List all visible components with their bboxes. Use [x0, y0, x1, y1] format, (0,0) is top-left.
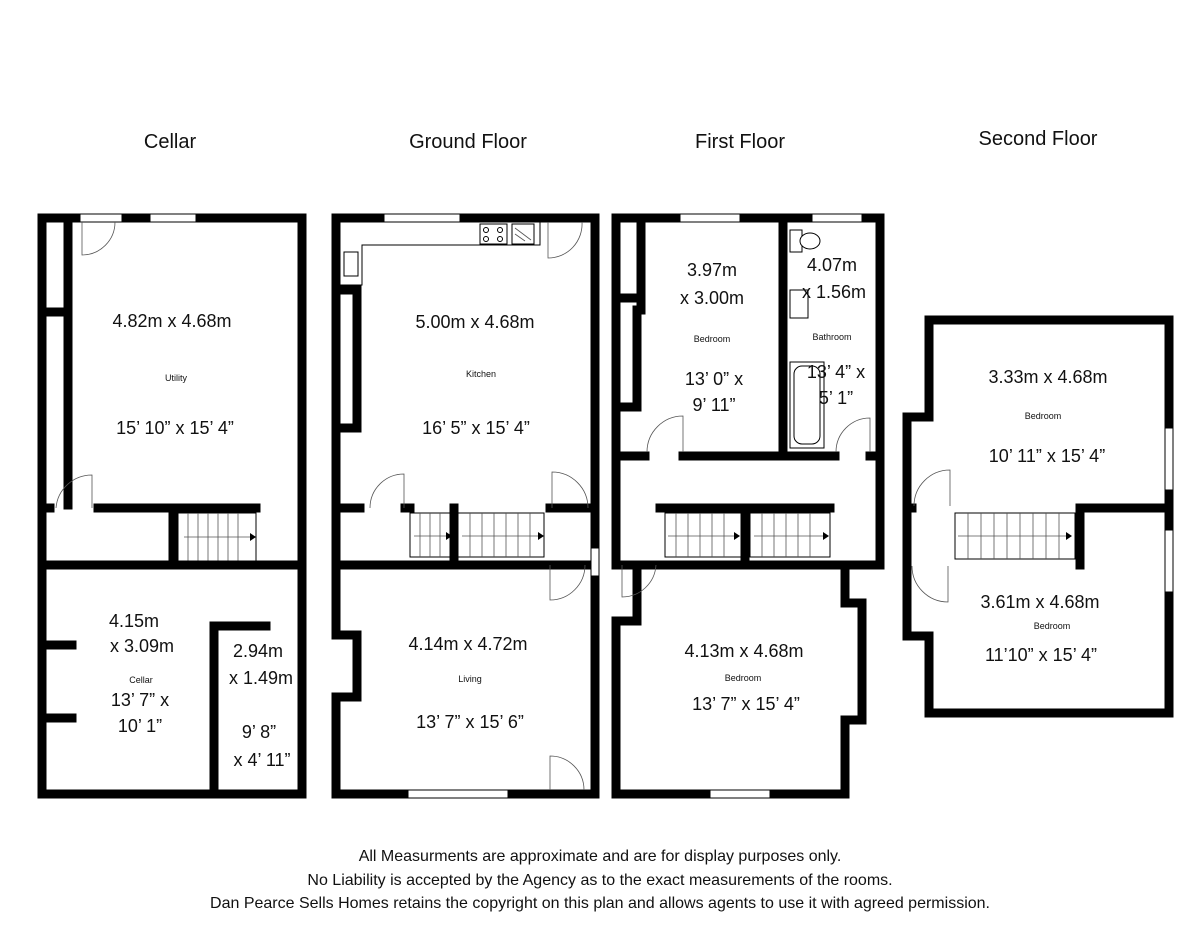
utility-label: Utility [165, 373, 187, 383]
front-door [549, 755, 585, 791]
second-front-window [1164, 529, 1174, 593]
cellar-room-dimensions-metric-1: 4.15m [109, 611, 159, 631]
cellar-room-dimensions-imperial-1: 13’ 7” x [111, 690, 169, 710]
ground-stairs-2 [457, 512, 545, 558]
bathroom-label: Bathroom [812, 332, 851, 342]
store-dimensions-imperial-1: 9’ 8” [242, 722, 276, 742]
cellar-room-dimensions-imperial-2: 10’ 1” [118, 716, 162, 736]
first-stairs-2 [749, 512, 831, 558]
cellar-window [79, 213, 123, 223]
second-bedroom-back-dimensions-metric: 3.33m x 4.68m [988, 367, 1107, 387]
second-back-window [1164, 427, 1174, 491]
bedroom-front-door [621, 564, 657, 598]
basin [789, 289, 809, 319]
cellar-plan: 4.82m x 4.68m Utility 15’ 10” x 15’ 4” 4… [37, 213, 307, 799]
ground-front-window [407, 789, 509, 799]
cellar-room-label: Cellar [129, 675, 153, 685]
first-bedroom-front-dimensions-metric: 4.13m x 4.68m [684, 641, 803, 661]
kitchen-label: Kitchen [466, 369, 496, 379]
utility-dimensions-imperial: 15’ 10” x 15’ 4” [116, 418, 234, 438]
store-dimensions-metric-1: 2.94m [233, 641, 283, 661]
sink [343, 251, 359, 277]
living-dimensions-imperial: 13’ 7” x 15’ 6” [416, 712, 524, 732]
toilet [799, 232, 821, 250]
first-back-window [679, 213, 741, 223]
first-bedroom-front-dimensions-imperial: 13’ 7” x 15’ 4” [692, 694, 800, 714]
ground-floor-title: Ground Floor [409, 131, 527, 153]
second-floor-title: Second Floor [979, 128, 1098, 150]
first-stairs-1 [664, 512, 742, 558]
disclaimer-line-3: Dan Pearce Sells Homes retains the copyr… [210, 895, 990, 912]
kitchen-dimensions-imperial: 16’ 5” x 15’ 4” [422, 418, 530, 438]
cellar-door-top [81, 221, 116, 256]
bathroom-dimensions-imperial-1: 13’ 4” x [807, 362, 865, 382]
second-front-bedroom-door [911, 565, 949, 603]
first-bedroom-back-dimensions-imperial-1: 13’ 0” x [685, 369, 743, 389]
disclaimer-line-2: No Liability is accepted by the Agency a… [307, 872, 893, 889]
second-bedroom-front-label: Bedroom [1034, 621, 1071, 631]
second-bedroom-front-dimensions-imperial: 11’10” x 15’ 4” [985, 645, 1097, 665]
first-bedroom-front-label: Bedroom [725, 673, 762, 683]
cellar-chimney-breast [37, 213, 73, 317]
cellar-window-2 [149, 213, 197, 223]
utility-dimensions-metric: 4.82m x 4.68m [112, 311, 231, 331]
first-front-window [709, 789, 771, 799]
first-bedroom-back-dimensions-imperial-2: 9’ 11” [692, 395, 735, 415]
bathroom-dimensions-metric-1: 4.07m [807, 255, 857, 275]
disclaimer-line-1: All Measurments are approximate and are … [358, 848, 842, 865]
kitchen-door [369, 473, 405, 509]
kitchen-counter [339, 221, 541, 286]
cellar-title: Cellar [144, 131, 197, 153]
kitchen-back-door [547, 221, 583, 259]
second-bedroom-back-label: Bedroom [1025, 411, 1062, 421]
second-back-bedroom-door [913, 469, 951, 507]
bathroom-door [835, 417, 871, 453]
kitchen-dimensions-metric: 5.00m x 4.68m [415, 312, 534, 332]
bathroom-dimensions-imperial-2: 5’ 1” [819, 388, 853, 408]
second-floor-plan: 3.33m x 4.68m Bedroom 10’ 11” x 15’ 4” 3… [902, 315, 1174, 718]
first-floor-title: First Floor [695, 131, 785, 153]
cellar-room-dimensions-metric-2: x 3.09m [110, 636, 174, 656]
living-label: Living [458, 674, 482, 684]
cellar-store-wall [209, 621, 271, 799]
kitchen-side-door [551, 471, 589, 509]
second-bedroom-front-dimensions-metric: 3.61m x 4.68m [980, 592, 1099, 612]
store-dimensions-imperial-2: x 4’ 11” [233, 750, 290, 770]
ground-chimney [331, 285, 362, 433]
bathroom-window [811, 213, 863, 223]
first-bedroom-back-label: Bedroom [694, 334, 731, 344]
first-bedroom-back-dimensions-metric-1: 3.97m [687, 260, 737, 280]
second-bedroom-back-dimensions-imperial: 10’ 11” x 15’ 4” [989, 446, 1105, 466]
bedroom-back-door [646, 415, 684, 453]
living-dimensions-metric: 4.14m x 4.72m [408, 634, 527, 654]
first-bedroom-back-dimensions-metric-2: x 3.00m [680, 288, 744, 308]
first-floor-plan: 3.97m x 3.00m Bedroom 13’ 0” x 9’ 11” 4.… [611, 213, 885, 799]
cellar-door-mid [55, 474, 93, 509]
store-dimensions-metric-2: x 1.49m [229, 668, 293, 688]
ground-floor-plan: 5.00m x 4.68m Kitchen 16’ 5” x 15’ 4” 4.… [331, 213, 600, 799]
ground-back-window [383, 213, 461, 223]
living-door [549, 564, 586, 601]
first-chimney [611, 213, 646, 303]
bathroom-dimensions-metric-2: x 1.56m [802, 282, 866, 302]
